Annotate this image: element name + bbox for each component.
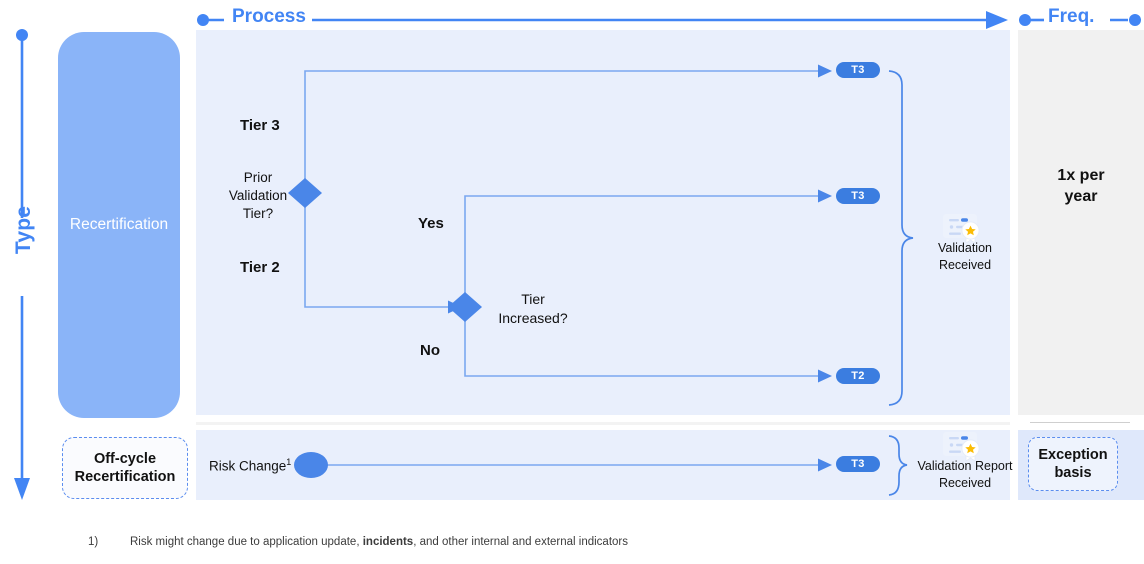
freq-recurring-line1: 1x per (1057, 167, 1105, 184)
tier-badge-t3-offcycle[interactable]: T3 (836, 456, 880, 472)
type-block-recertification[interactable]: Recertification (58, 32, 180, 418)
type-axis (0, 0, 56, 520)
frequency-header: Freq. (1018, 6, 1144, 32)
freq-recurring-line2: year (1064, 187, 1098, 205)
validation-report-line1: Validation Report (917, 459, 1013, 473)
prior-line2: Validation (228, 187, 288, 203)
exception-line2: basis (1054, 465, 1092, 481)
risk-change-footnote-marker: 1 (286, 457, 292, 467)
award-icon (943, 214, 980, 244)
prior-line3: Tier? (242, 205, 274, 221)
process-arrow-icon (197, 11, 1008, 29)
panel-divider (196, 422, 1010, 425)
branch-label-no: No (420, 342, 440, 359)
frequency-value-recurring: 1x per year (1018, 166, 1144, 208)
process-header: Process (196, 6, 1010, 32)
tier-badge-t3-mid[interactable]: T3 (836, 188, 880, 204)
tier-badge-t3-top[interactable]: T3 (836, 62, 880, 78)
validation-report-line2: Received (938, 475, 992, 490)
outcome-label-validation-report-received: Validation Report Received (896, 458, 1034, 491)
frequency-value-exception[interactable]: Exception basis (1028, 437, 1118, 491)
validation-received-line1: Validation (938, 241, 992, 255)
type-block-off-cycle-recertification[interactable]: Off-cycle Recertification (62, 437, 188, 499)
branch-label-tier-2: Tier 2 (240, 259, 280, 276)
process-header-label: Process (232, 6, 306, 27)
type-block-recertification-label: Recertification (69, 216, 169, 233)
decision-label-tier-increased: Tier Increased? (478, 290, 588, 328)
exception-line1: Exception (1038, 446, 1108, 463)
exception-label: Exception basis (1038, 446, 1107, 482)
frequency-panel-divider (1030, 422, 1130, 423)
footnote-text: Risk might change due to application upd… (130, 536, 628, 548)
footnote-part1: Risk might change due to application upd… (130, 536, 363, 548)
branch-label-yes: Yes (418, 215, 444, 232)
branch-label-tier-3: Tier 3 (240, 117, 280, 134)
tier-badge-t2-bottom[interactable]: T2 (836, 368, 880, 384)
footnote-part2: , and other internal and external indica… (413, 536, 629, 548)
start-label-risk-change: Risk Change1 (209, 457, 291, 474)
type-block-off-cycle-label: Off-cycle Recertification (75, 450, 176, 486)
off-cycle-line2: Recertification (74, 469, 176, 485)
award-icon (943, 432, 980, 462)
type-axis-label: Type (12, 205, 35, 255)
decision-label-prior-validation-tier: Prior Validation Tier? (222, 169, 294, 222)
outcome-label-validation-received: Validation Received (918, 240, 1012, 273)
footnote-bold: incidents (362, 536, 414, 548)
frequency-header-label: Freq. (1048, 6, 1095, 27)
frequency-panel (1018, 30, 1144, 415)
risk-change-text: Risk Change (209, 458, 287, 474)
type-axis-arrow-icon (14, 29, 30, 500)
footnote-marker: 1) (88, 536, 99, 548)
process-panel-offcycle (196, 430, 1010, 500)
prior-line1: Prior (243, 170, 273, 185)
validation-received-line2: Received (938, 257, 992, 272)
frequency-arrow-icon (1019, 14, 1141, 26)
off-cycle-line1: Off-cycle (93, 450, 157, 467)
process-panel (196, 30, 1010, 415)
tier-increased-line1: Tier (521, 291, 545, 307)
tier-increased-line2: Increased? (498, 309, 568, 326)
